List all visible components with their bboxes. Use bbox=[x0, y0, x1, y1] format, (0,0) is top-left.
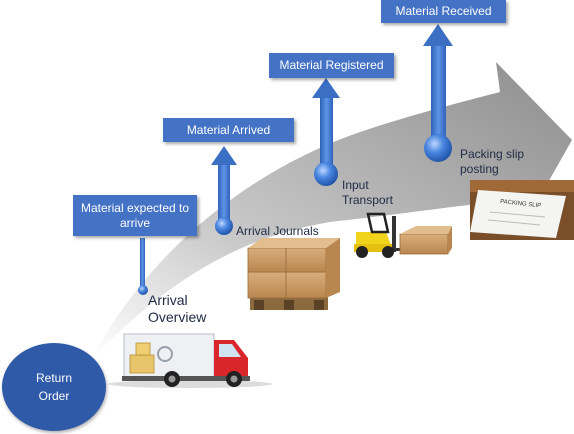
step-label-arrival-overview: Arrival Overview bbox=[148, 292, 206, 326]
stage-box-material-expected: Material expected to arrive bbox=[73, 195, 197, 236]
return-order-start-node: Return Order bbox=[2, 343, 106, 431]
process-ribbon-arrow bbox=[92, 62, 572, 358]
stage-box-label: Material Arrived bbox=[186, 122, 271, 137]
step-label-line2: Transport bbox=[342, 193, 393, 207]
svg-text:PACKING SLIP: PACKING SLIP bbox=[500, 199, 542, 209]
connector-arrow-1 bbox=[138, 238, 148, 295]
step-label-packing-slip-posting: Packing slip posting bbox=[460, 147, 524, 177]
step-label-input-transport: Input Transport bbox=[342, 178, 393, 208]
step-label-line1: Arrival Journals bbox=[236, 224, 319, 238]
stage-box-material-arrived: Material Arrived bbox=[163, 118, 294, 142]
stage-box-material-received: Material Received bbox=[381, 0, 506, 23]
stage-box-label: Material Received bbox=[395, 4, 492, 18]
stage-box-label: Material Registered bbox=[279, 58, 384, 72]
connector-arrow-2 bbox=[211, 146, 237, 235]
forklift-with-boxes-illustration bbox=[354, 212, 452, 258]
step-label-line1: Input bbox=[342, 178, 369, 192]
start-node-label-line2: Order bbox=[38, 389, 70, 403]
start-node-label-line1: Return bbox=[35, 371, 73, 385]
connector-arrow-3 bbox=[312, 78, 340, 186]
step-label-line2: posting bbox=[460, 162, 499, 176]
step-label-line2: Overview bbox=[148, 309, 207, 325]
step-label-line1: Arrival bbox=[148, 292, 188, 308]
step-label-arrival-journals: Arrival Journals bbox=[236, 224, 319, 239]
stage-box-material-registered: Material Registered bbox=[269, 53, 394, 78]
cardboard-boxes-on-pallet-illustration bbox=[247, 238, 340, 310]
stage-box-label: Material expected to arrive bbox=[80, 200, 190, 230]
step-label-line1: Packing slip bbox=[460, 147, 525, 161]
delivery-truck-illustration bbox=[108, 333, 272, 388]
packing-slip-in-box-photo: PACKING SLIP bbox=[470, 180, 574, 240]
connector-arrow-4 bbox=[423, 24, 453, 162]
